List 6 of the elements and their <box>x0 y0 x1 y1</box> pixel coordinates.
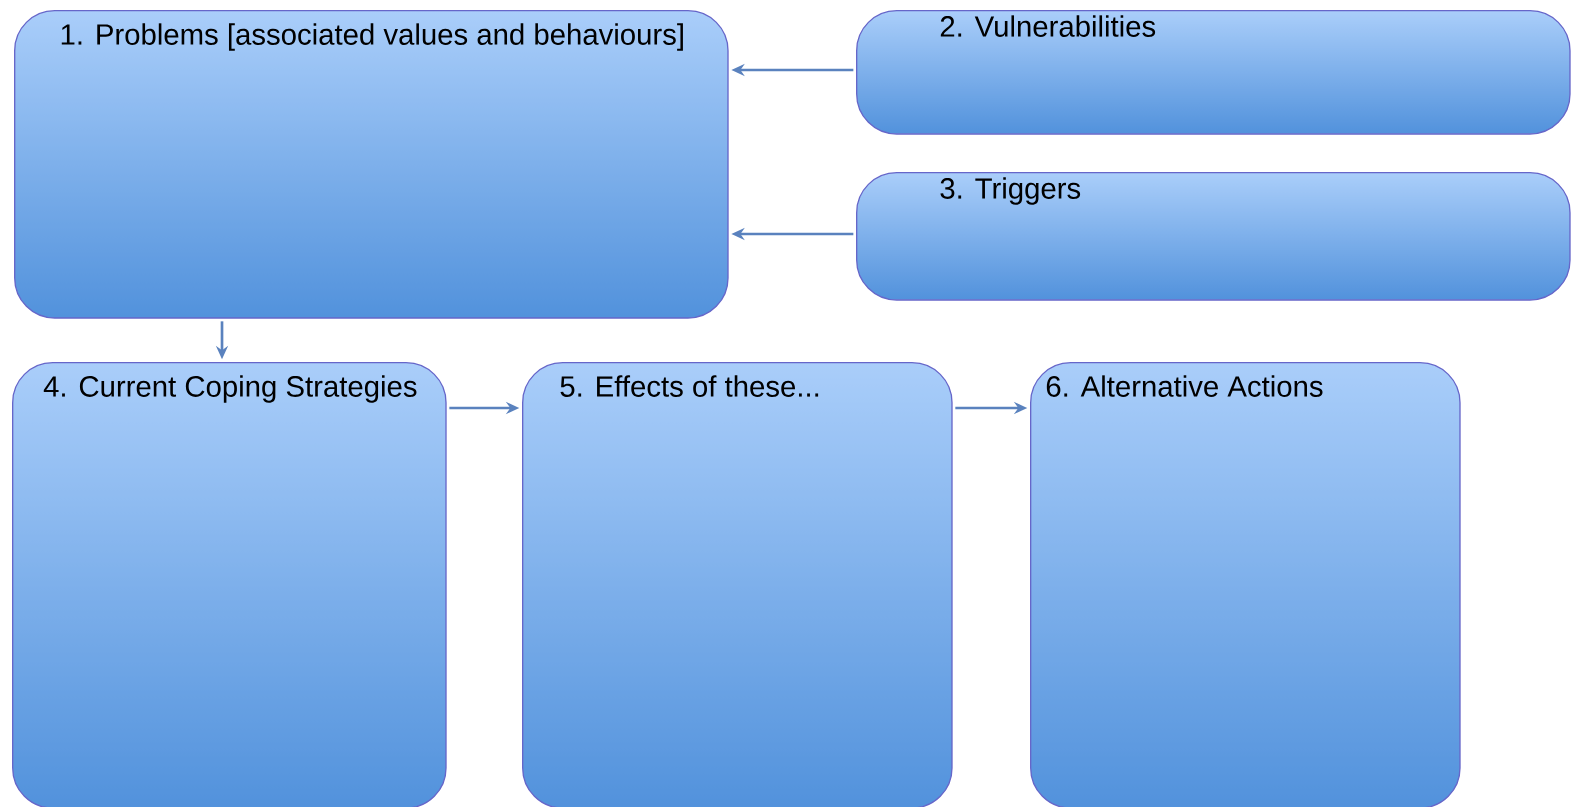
process-box: 4. Current Coping Strategies <box>12 362 447 807</box>
process-box: 2. Vulnerabilities <box>856 10 1571 135</box>
process-box: 5. Effects of these... <box>522 362 953 807</box>
process-box: 6. Alternative Actions <box>1030 362 1461 807</box>
process-box: 1. Problems [associated values and behaviours] <box>14 10 729 319</box>
process-box: 3. Triggers <box>856 172 1571 301</box>
